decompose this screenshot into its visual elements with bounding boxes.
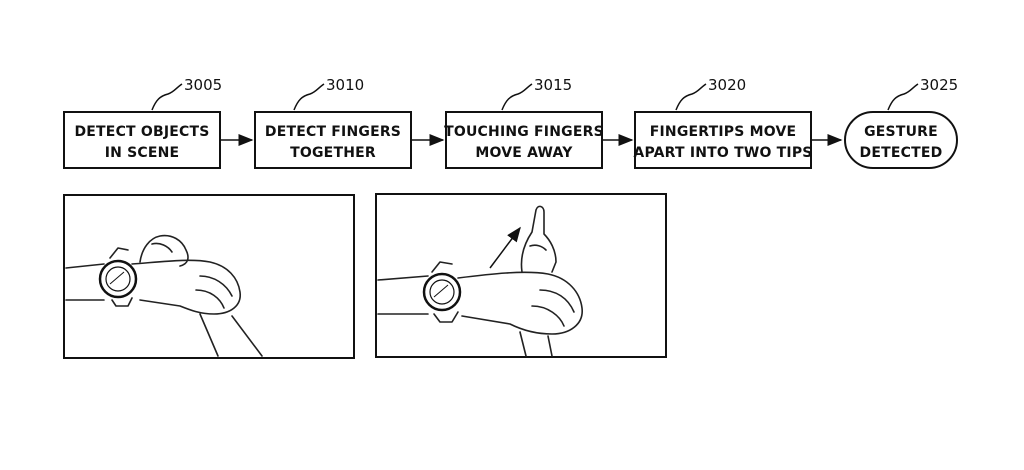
knuckle-line (539, 289, 575, 313)
step-label-line2: DETECTED (860, 145, 943, 161)
arm-outline (519, 331, 527, 357)
ref-leader-line (293, 83, 325, 111)
step-box (634, 111, 812, 169)
hand-outline (457, 271, 583, 335)
knuckle-line (199, 275, 233, 297)
knuckle-line (531, 305, 565, 327)
step-label-line1: DETECT FINGERS (265, 124, 401, 140)
arm-outline (547, 335, 553, 357)
step-ref-number: 3015 (534, 76, 572, 94)
watch-band (109, 247, 129, 259)
forearm-outline (65, 263, 105, 269)
motion-arrow-icon (489, 226, 521, 269)
step-detect-objects: DETECT OBJECTS IN SCENE 3005 (63, 76, 222, 169)
ref-leader-line (887, 83, 919, 111)
step-label-line1: TOUCHING FINGERS (444, 124, 604, 140)
step-ref-number: 3005 (184, 76, 222, 94)
step-label-line2: IN SCENE (105, 145, 180, 161)
watch-glare (433, 284, 449, 298)
step-ref-number: 3010 (326, 76, 364, 94)
step-gesture-detected: GESTURE DETECTED 3025 (844, 76, 958, 169)
step-box (63, 111, 221, 169)
step-label-line2: APART INTO TWO TIPS (633, 145, 812, 161)
illustration-fingers-together (63, 194, 355, 359)
illustration-finger-moving-away (375, 193, 667, 358)
pointing-finger-outline (520, 205, 557, 273)
watch-icon (422, 272, 462, 312)
ref-leader-line (151, 83, 183, 111)
step-label-line2: MOVE AWAY (475, 145, 573, 161)
step-label-line1: GESTURE (864, 124, 938, 140)
knuckle-line (195, 289, 225, 309)
watch-band (111, 297, 133, 307)
finger-crease (529, 244, 547, 251)
step-detect-fingers-together: DETECT FINGERS TOGETHER 3010 (254, 76, 412, 169)
step-ref-number: 3020 (708, 76, 746, 94)
finger-crease (151, 242, 173, 253)
step-fingertips-move-apart: FINGERTIPS MOVE APART INTO TWO TIPS 3020 (633, 76, 812, 169)
watch-glare (109, 271, 125, 285)
step-label-line1: FINGERTIPS MOVE (650, 124, 797, 140)
watch-band (433, 311, 459, 323)
watch-face (429, 279, 455, 305)
step-box (445, 111, 603, 169)
step-touching-fingers-move-away: TOUCHING FINGERS MOVE AWAY 3015 (444, 76, 604, 169)
arm-outline (199, 313, 219, 357)
watch-icon (98, 259, 138, 299)
step-label-line1: DETECT OBJECTS (74, 124, 209, 140)
fingers-together-outline (139, 234, 189, 267)
terminal-box (844, 111, 958, 169)
illustration-frame (375, 193, 667, 358)
step-ref-number: 3025 (920, 76, 958, 94)
arm-outline (231, 315, 263, 357)
ref-leader-line (675, 83, 707, 111)
watch-band (431, 261, 453, 273)
step-label-line2: TOGETHER (290, 145, 376, 161)
forearm-outline (377, 275, 429, 281)
watch-face (105, 266, 131, 292)
step-box (254, 111, 412, 169)
ref-leader-line (501, 83, 533, 111)
